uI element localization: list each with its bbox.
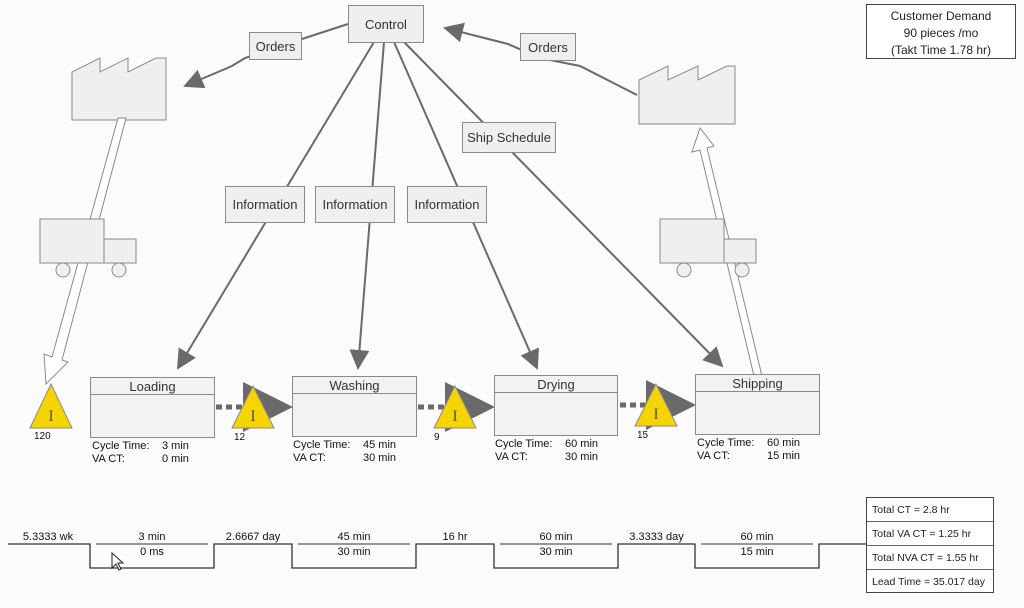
orders-customer-box[interactable]: Orders — [520, 33, 576, 61]
process-title: Washing — [293, 377, 416, 394]
svg-text:I: I — [452, 408, 457, 425]
timeline-process-va: 15 min — [740, 546, 774, 558]
inventory-triangle-1: I — [29, 382, 73, 429]
process-data-washing: Cycle Time: 45 min VA CT: 30 min — [293, 439, 397, 465]
cycle-time-label: Cycle Time: — [293, 439, 351, 451]
cycle-time-value: 3 min — [162, 440, 189, 452]
timeline-wait-time: 16 hr — [442, 531, 468, 543]
process-box-shipping[interactable]: Shipping — [695, 374, 820, 435]
lead-time: Lead Time = 35.017 day — [872, 576, 985, 588]
timeline-wait-time: 3.3333 day — [629, 531, 684, 543]
timeline-ladder — [8, 543, 866, 569]
control-box[interactable]: Control — [348, 5, 424, 43]
control-to-shipping-arrow — [403, 41, 724, 368]
inventory-count: 9 — [434, 432, 440, 443]
total-nva-ct: Total NVA CT = 1.55 hr — [867, 546, 993, 570]
information-box-3[interactable]: Information — [407, 186, 487, 223]
process-title: Drying — [495, 376, 617, 393]
process-title: Loading — [91, 378, 214, 395]
customer-demand-box[interactable]: Customer Demand 90 pieces /mo (Takt Time… — [866, 4, 1016, 59]
va-ct-label: VA CT: — [697, 450, 730, 462]
inventory-triangle-3: I — [433, 384, 477, 429]
timeline-wait-time: 5.3333 wk — [22, 531, 74, 543]
cycle-time-value: 60 min — [767, 437, 801, 449]
process-data-loading: Cycle Time: 3 min VA CT: 0 min — [92, 440, 192, 466]
customer-demand-title: Customer Demand — [890, 9, 992, 23]
mouse-cursor-icon — [111, 551, 125, 571]
va-ct-label: VA CT: — [495, 451, 528, 463]
va-ct-value: 30 min — [565, 451, 599, 463]
cycle-time-value: 60 min — [565, 438, 599, 450]
svg-text:I: I — [48, 408, 53, 425]
va-ct-value: 30 min — [363, 452, 397, 464]
orders-supplier-box[interactable]: Orders — [249, 32, 302, 60]
information-box-1[interactable]: Information — [225, 186, 305, 223]
timeline-process-ct: 3 min — [138, 531, 166, 543]
timeline-process-ct: 45 min — [337, 531, 371, 543]
svg-text:I: I — [653, 406, 658, 423]
timeline-process-va: 0 ms — [140, 546, 164, 558]
timeline-process-ct: 60 min — [740, 531, 774, 543]
va-ct-label: VA CT: — [92, 453, 125, 465]
customer-demand-takt: (Takt Time 1.78 hr) — [890, 43, 992, 57]
total-va-ct: Total VA CT = 1.25 hr — [867, 522, 993, 546]
customer-truck-icon — [659, 218, 757, 278]
process-title: Shipping — [696, 375, 819, 392]
cycle-time-label: Cycle Time: — [697, 437, 755, 449]
process-data-drying: Cycle Time: 60 min VA CT: 30 min — [495, 438, 599, 464]
cycle-time-label: Cycle Time: — [92, 440, 150, 452]
inventory-triangle-4: I — [634, 382, 678, 427]
inventory-count: 15 — [637, 430, 649, 441]
timeline-wait-time: 2.6667 day — [225, 531, 281, 543]
va-ct-value: 0 min — [162, 453, 189, 465]
inventory-count: 120 — [34, 431, 51, 442]
inventory-count: 12 — [234, 432, 246, 443]
timeline-process-ct: 60 min — [539, 531, 573, 543]
svg-text:I: I — [250, 408, 255, 425]
process-box-loading[interactable]: Loading — [90, 377, 215, 438]
inventory-triangle-2: I — [231, 384, 275, 429]
cycle-time-value: 45 min — [363, 439, 397, 451]
timeline-summary-box[interactable]: Total CT = 2.8 hr Total VA CT = 1.25 hr … — [866, 497, 994, 593]
supplier-truck-icon — [39, 218, 137, 278]
va-ct-value: 15 min — [767, 450, 801, 462]
cycle-time-label: Cycle Time: — [495, 438, 553, 450]
va-ct-label: VA CT: — [293, 452, 326, 464]
information-box-2[interactable]: Information — [315, 186, 395, 223]
ship-schedule-box[interactable]: Ship Schedule — [462, 122, 556, 153]
orders-supplier-arrow — [183, 23, 349, 89]
timeline-process-va: 30 min — [337, 546, 371, 558]
process-box-drying[interactable]: Drying — [494, 375, 618, 436]
timeline-process-va: 30 min — [539, 546, 573, 558]
customer-demand-quantity: 90 pieces /mo — [903, 26, 979, 40]
process-box-washing[interactable]: Washing — [292, 376, 417, 437]
process-data-shipping: Cycle Time: 60 min VA CT: 15 min — [697, 437, 801, 463]
supplier-factory-icon — [71, 57, 167, 121]
customer-factory-icon — [638, 65, 736, 125]
total-ct: Total CT = 2.8 hr — [867, 498, 993, 522]
